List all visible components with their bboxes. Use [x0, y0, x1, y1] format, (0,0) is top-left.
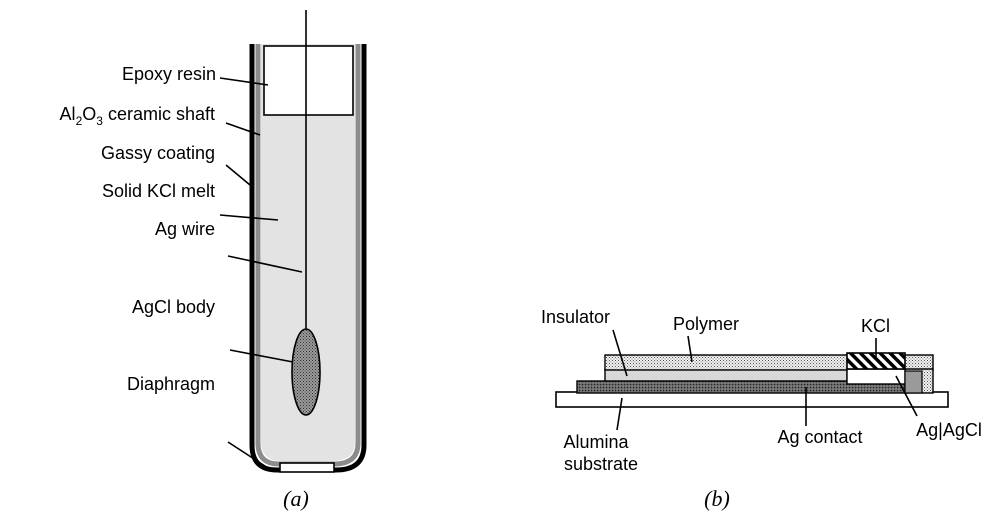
diaphragm-shape [279, 462, 335, 473]
label-gassy-coating: Gassy coating [101, 143, 215, 163]
label-insulator: Insulator [541, 307, 610, 327]
label-diaphragm: Diaphragm [127, 374, 215, 394]
panel-b-labels: Insulator Polymer KCl Alumina substrate … [541, 307, 982, 511]
panel-a-leaders [219, 77, 303, 469]
panel-b-leaders [612, 329, 918, 431]
panel-a-labels: Epoxy resin Al2O3 ceramic shaft Gassy co… [60, 64, 309, 511]
agcl-body-shape [291, 328, 321, 416]
label-alumina-line2: substrate [564, 454, 638, 474]
insulator-shape [604, 368, 848, 382]
epoxy-resin-block [263, 45, 354, 116]
label-agcl-body: AgCl body [132, 297, 215, 317]
ag-agcl-edge-shape [904, 370, 923, 394]
alumina-substrate-shape [555, 391, 949, 408]
panel-b-electrode [555, 352, 949, 408]
label-polymer: Polymer [673, 314, 739, 334]
label-epoxy-resin: Epoxy resin [122, 64, 216, 84]
label-alumina-line1: Alumina [563, 432, 629, 452]
label-solid-kcl-melt: Solid KCl melt [102, 181, 215, 201]
caption-a: (a) [283, 486, 309, 511]
label-kcl: KCl [861, 316, 890, 336]
label-ag-agcl: Ag|AgCl [916, 420, 982, 440]
caption-b: (b) [704, 486, 730, 511]
label-ceramic-shaft: Al2O3 ceramic shaft [60, 104, 215, 128]
label-ag-wire: Ag wire [155, 219, 215, 239]
kcl-melt-region [261, 44, 355, 461]
label-ag-contact: Ag contact [777, 427, 862, 447]
panel-a-electrode [249, 10, 367, 473]
